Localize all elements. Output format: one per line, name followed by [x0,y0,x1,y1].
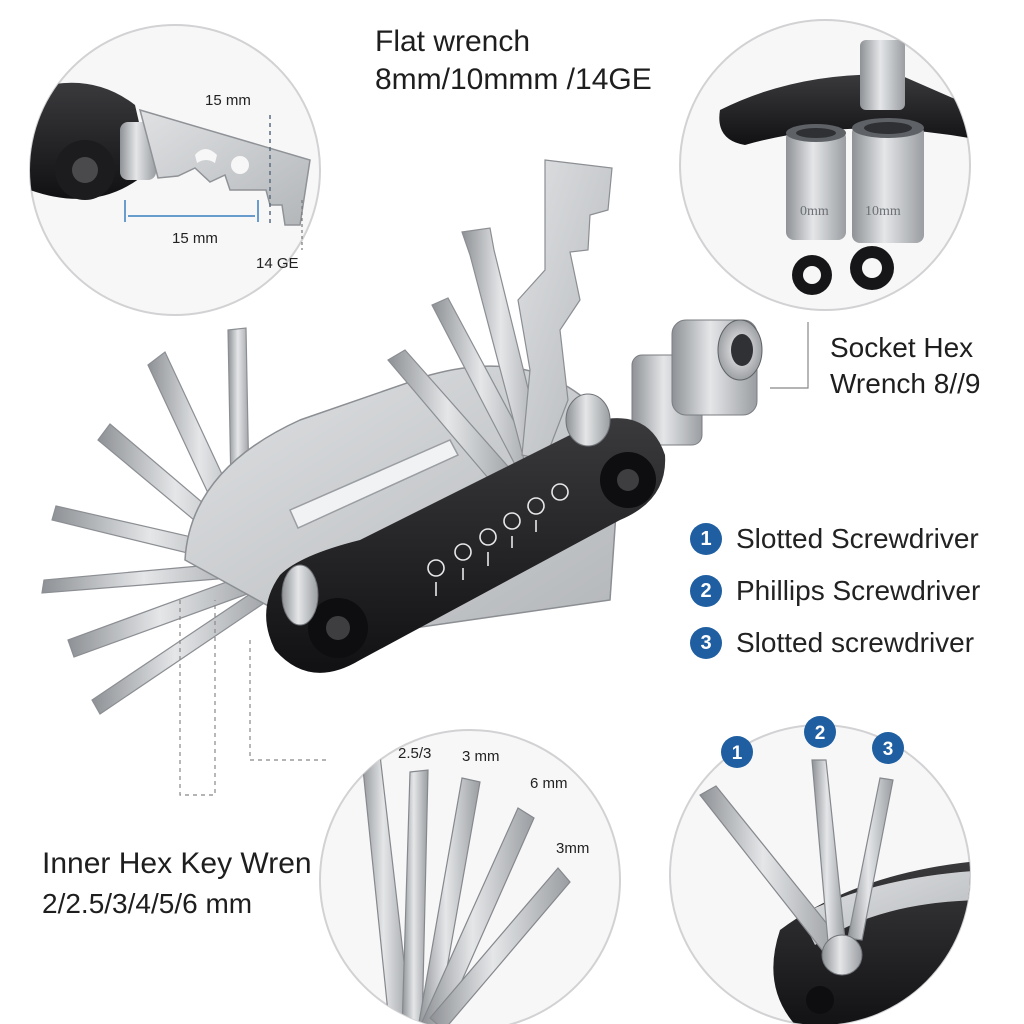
leader-lines [179,322,809,796]
badge-number-2: 2 [815,723,826,744]
feature-number-badge: 3 [690,627,722,659]
hex-key-size-label: 2.5/3 [398,745,432,762]
hex-key-line2: 2/2.5/3/4/5/6 mm [42,888,253,919]
hex-key-detail [319,729,621,1024]
feature-label: Slotted Screwdriver [736,523,979,554]
hex-key-size-label: 3 mm [462,748,500,765]
feature-number-badge: 2 [690,575,722,607]
feature-item-2: 2 Phillips Screwdriver [690,575,980,607]
multitool-main [41,159,763,715]
flat-wrench-detail [29,24,321,316]
feature-label: Phillips Screwdriver [736,575,981,606]
feature-label: Slotted screwdriver [736,627,975,658]
feature-number-badge: 1 [690,523,722,555]
flat-wrench-dim-bottom: 15 mm [172,230,218,247]
badge-number-3: 3 [883,739,894,760]
hex-key-size-label: 6 mm [530,775,568,792]
socket-barrel [631,319,763,446]
feature-item-3: 3 Slotted screwdriver [690,627,974,659]
socket-marking-right: 10mm [865,204,901,219]
socket-hex-line2: Wrench 8//9 [830,368,981,399]
flat-wrench-dim-top: 15 mm [205,92,251,109]
screwdriver-detail [669,724,971,1024]
screwdriver-number-badges: 1 2 3 [721,716,904,768]
flat-wrench-dim-ge: 14 GE [256,255,299,272]
hex-key-size-label: 3mm [556,840,590,857]
hex-key-line1: Inner Hex Key Wren [42,847,312,880]
badge-number-1: 1 [732,743,743,764]
feature-item-1: 1 Slotted Screwdriver [690,523,979,555]
flat-wrench-sizes: 8mm/10mmm /14GE [375,63,652,96]
socket-detail: 0mm 10mm [679,19,971,311]
flat-wrench-title: Flat wrench [375,25,531,58]
socket-hex-line1: Socket Hex [830,332,974,363]
socket-marking-left: 0mm [800,204,829,219]
